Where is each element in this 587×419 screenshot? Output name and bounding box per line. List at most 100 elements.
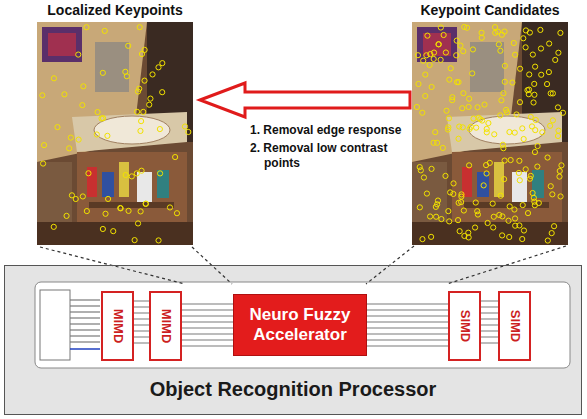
- keypoint-circle: [428, 214, 433, 219]
- keypoint-circle: [533, 128, 538, 133]
- keypoint-circle: [156, 65, 161, 70]
- keypoint-circle: [538, 46, 543, 51]
- step-note: 2. Removal low contrast points: [250, 141, 408, 171]
- keypoint-circle: [521, 36, 526, 41]
- keypoint-circle: [438, 57, 443, 62]
- keypoint-circle: [451, 191, 456, 196]
- keypoint-circle: [520, 203, 525, 208]
- keypoint-circle: [532, 92, 537, 97]
- keypoint-circle: [157, 126, 162, 131]
- keypoint-circle: [530, 190, 535, 195]
- keypoint-circle: [497, 212, 502, 217]
- blank-unit: [40, 290, 70, 360]
- keypoint-circle: [429, 84, 434, 89]
- keypoint-circle: [143, 201, 148, 206]
- keypoint-circle: [418, 168, 423, 173]
- keypoint-circle: [147, 102, 152, 107]
- keypoint-circle: [544, 81, 549, 86]
- keypoint-circle: [51, 76, 56, 81]
- keypoint-circle: [535, 143, 540, 148]
- keypoint-circle: [439, 216, 444, 221]
- keypoint-circle: [40, 93, 45, 98]
- keypoint-circle: [502, 63, 507, 68]
- keypoint-circle: [479, 35, 484, 40]
- keypoint-circle: [132, 238, 137, 243]
- keypoint-markers: [414, 24, 565, 243]
- keypoint-circle: [531, 100, 536, 105]
- keypoint-circle: [462, 24, 467, 29]
- keypoint-circle: [559, 163, 564, 168]
- keypoint-circle: [84, 208, 89, 213]
- keypoint-circle: [479, 30, 484, 35]
- keypoint-circle: [160, 90, 165, 95]
- keypoint-circle: [105, 196, 110, 201]
- keypoint-circle: [41, 143, 46, 148]
- keypoint-circle: [76, 52, 81, 57]
- keypoint-circle: [533, 117, 538, 122]
- keypoint-circle: [105, 133, 110, 138]
- keypoint-circle: [100, 226, 105, 231]
- unit-label: MIMD: [110, 309, 125, 344]
- keypoint-circle: [506, 218, 511, 223]
- photo-illustration: [412, 22, 568, 245]
- keypoint-circle: [126, 43, 131, 48]
- keypoint-circle: [528, 173, 533, 178]
- keypoint-circle: [443, 50, 448, 55]
- keypoint-circle: [498, 193, 503, 198]
- keypoint-circle: [468, 124, 473, 129]
- keypoint-circle: [134, 109, 139, 114]
- keypoint-circle: [427, 62, 432, 67]
- keypoint-circle: [445, 127, 450, 132]
- keypoint-circle: [431, 56, 436, 61]
- keypoint-circle: [435, 140, 440, 145]
- keypoint-circle: [102, 28, 107, 33]
- keypoint-circle: [523, 45, 528, 50]
- keypoint-circle: [485, 220, 490, 225]
- keypoint-circle: [435, 198, 440, 203]
- keypoint-circle: [466, 163, 471, 168]
- keypoint-circle: [507, 129, 512, 134]
- panel-heading: Keypoint Candidates: [382, 2, 587, 18]
- keypoint-circle: [118, 205, 123, 210]
- keypoint-circle: [424, 191, 429, 196]
- keypoint-circle: [441, 32, 446, 37]
- keypoint-circle: [73, 196, 78, 201]
- panel-heading: Localized Keypoints: [7, 2, 223, 18]
- keypoint-circle: [475, 212, 480, 217]
- accelerator-label: Neuro Fuzzy Accelerator: [238, 305, 362, 344]
- keypoint-circle: [135, 221, 140, 226]
- keypoint-circle: [139, 51, 144, 56]
- keypoint-circle: [526, 87, 531, 92]
- keypoint-circle: [484, 171, 489, 176]
- keypoint-circle: [482, 102, 487, 107]
- unit-label: SIMD: [507, 310, 522, 343]
- keypoint-circle: [461, 49, 466, 54]
- keypoint-circle: [498, 113, 503, 118]
- keypoint-circle: [142, 78, 147, 83]
- keypoint-circle: [86, 171, 91, 176]
- keypoint-circle: [138, 128, 143, 133]
- keypoint-circle: [150, 72, 155, 77]
- keypoint-circle: [137, 86, 142, 91]
- keypoint-circle: [454, 53, 459, 58]
- keypoint-circle: [501, 146, 506, 151]
- keypoint-circle: [491, 225, 496, 230]
- keypoint-circle: [141, 109, 146, 114]
- keypoint-circle: [447, 219, 452, 224]
- keypoint-circle: [533, 64, 538, 69]
- keypoint-circle: [475, 105, 480, 110]
- keypoint-circle: [530, 52, 535, 57]
- keypoint-circle: [556, 50, 561, 55]
- keypoint-circle: [139, 119, 144, 124]
- keypoint-circle: [525, 211, 530, 216]
- keypoint-circle: [433, 130, 438, 135]
- photo-panel: Localized Keypoints: [37, 22, 193, 245]
- keypoint-circle: [454, 38, 459, 43]
- keypoint-circle: [460, 125, 465, 130]
- keypoint-circle: [539, 72, 544, 77]
- photo-panel: Keypoint Candidates: [412, 22, 568, 245]
- keypoint-circle: [182, 124, 187, 129]
- keypoint-circle: [556, 128, 561, 133]
- keypoint-circle: [443, 173, 448, 178]
- keypoint-circle: [421, 58, 426, 63]
